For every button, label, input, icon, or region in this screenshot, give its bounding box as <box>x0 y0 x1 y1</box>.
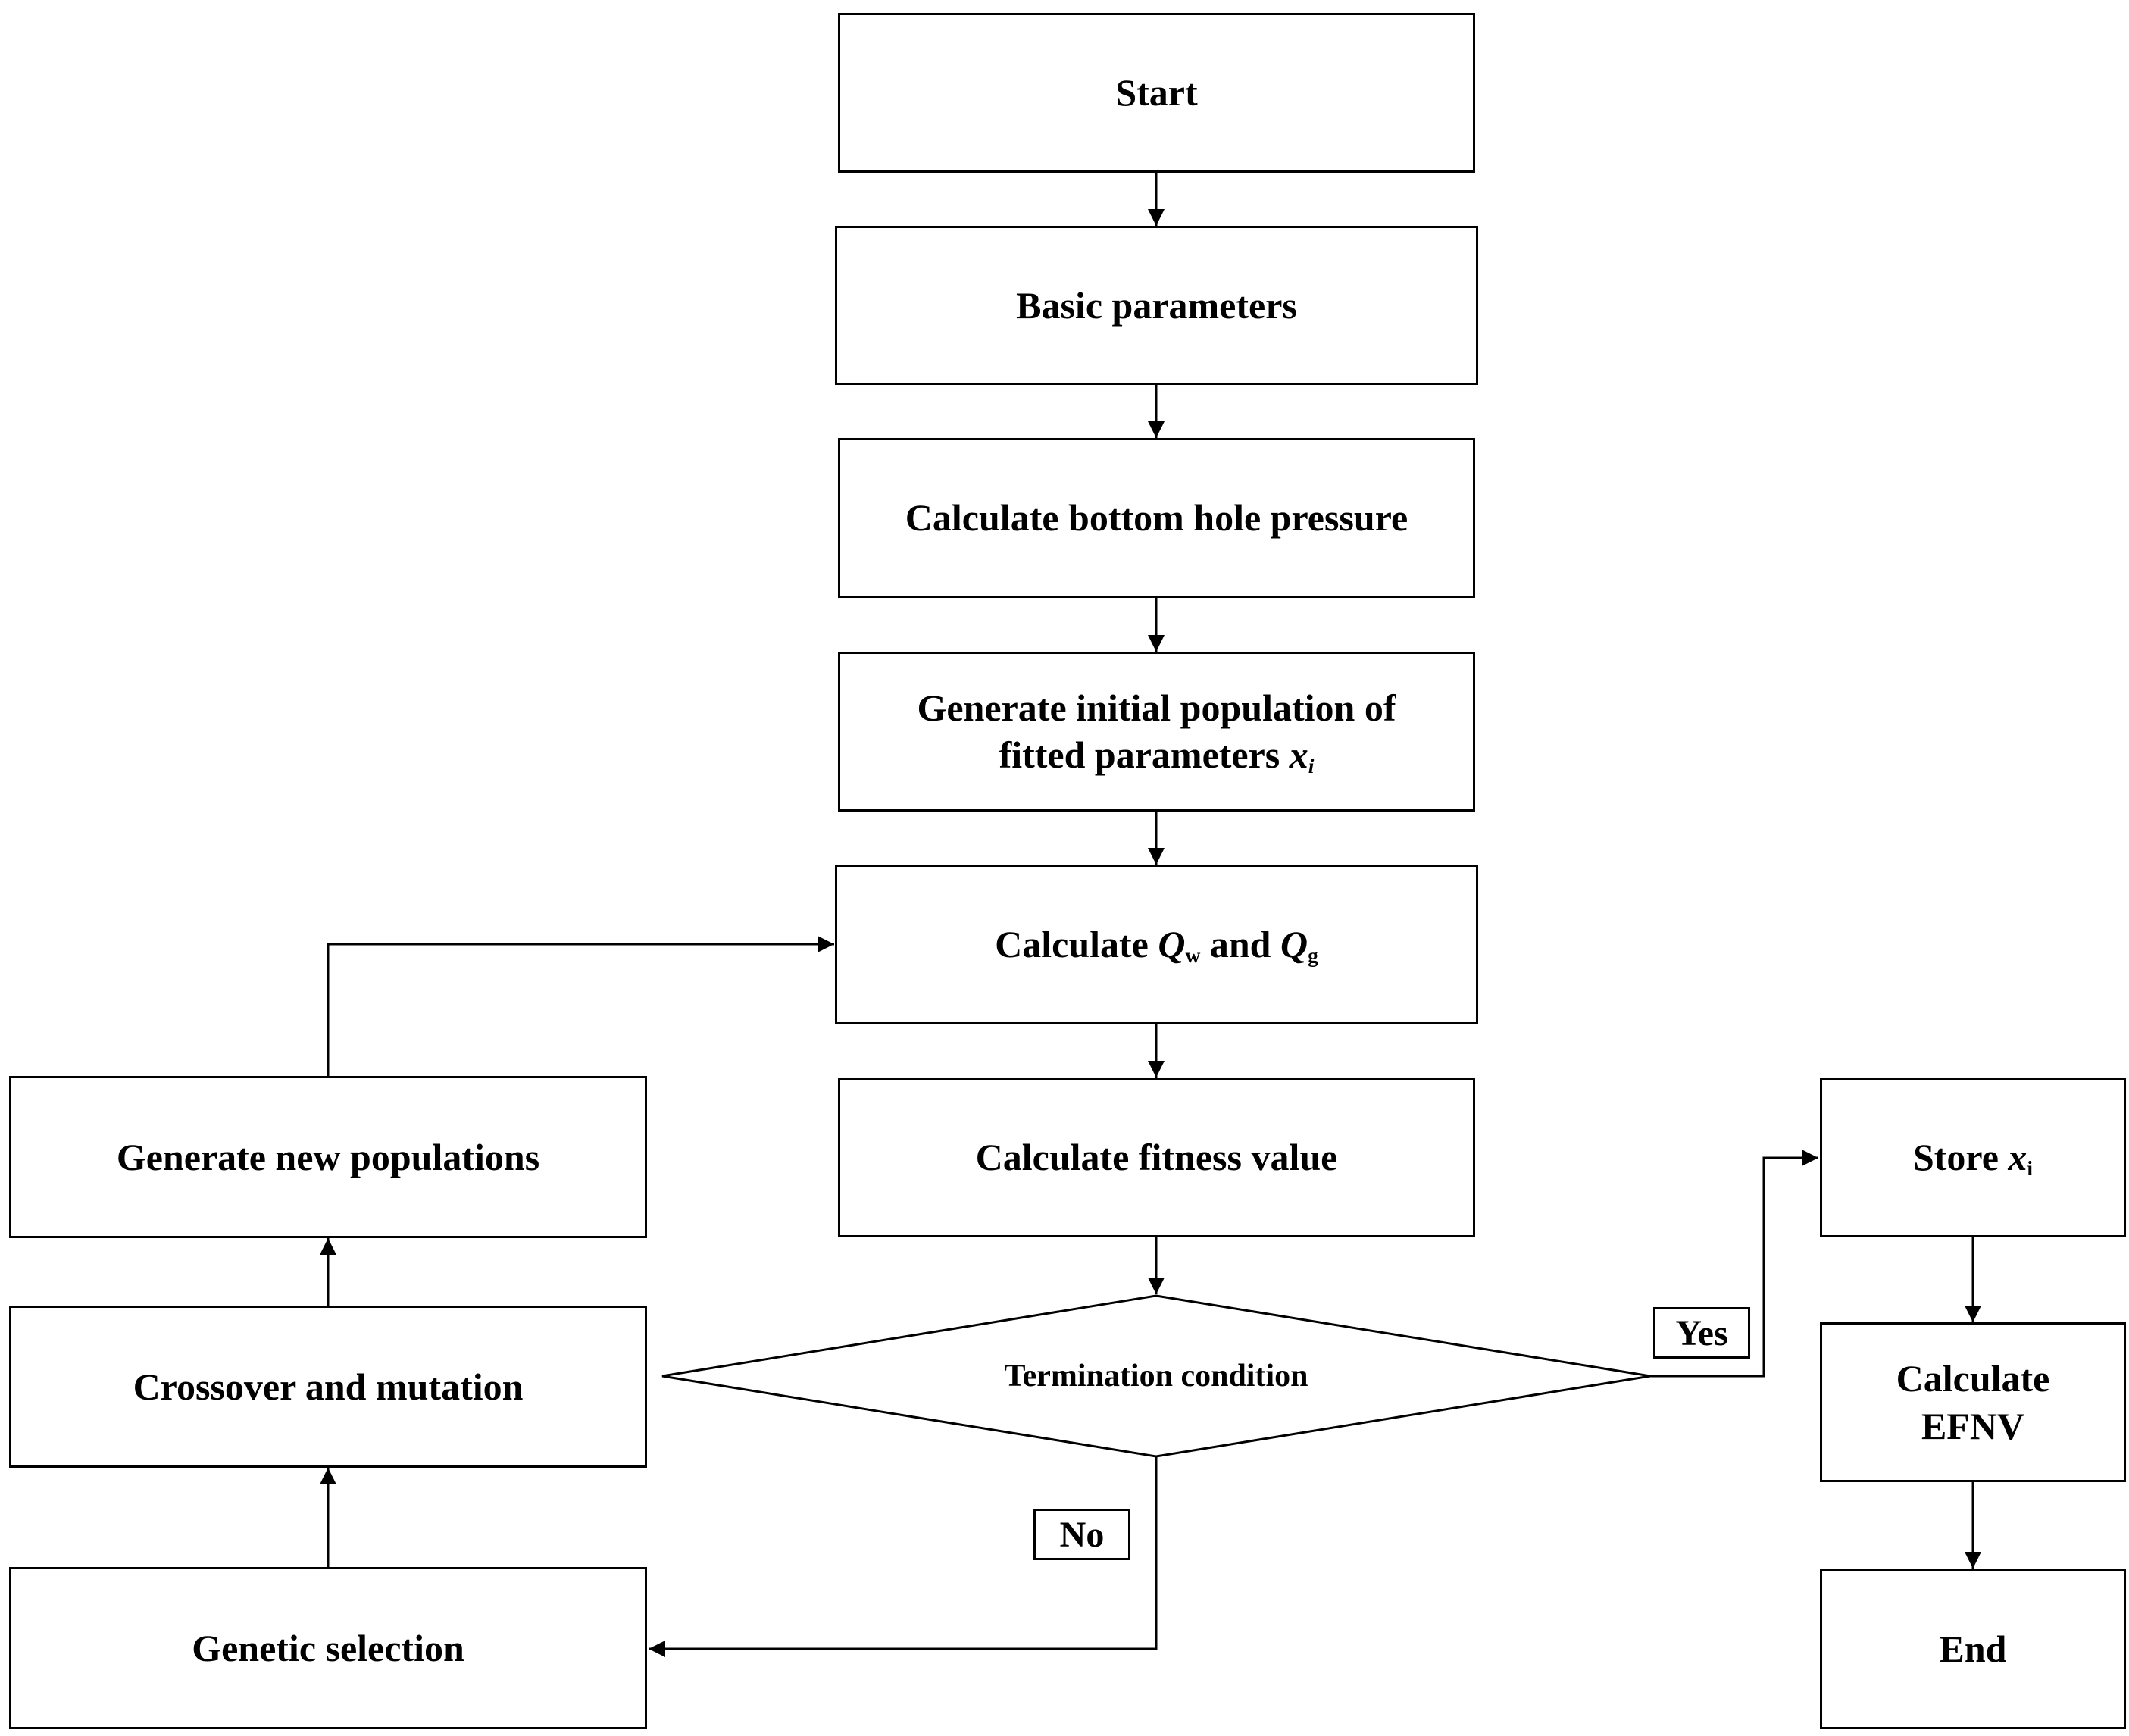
arrow-yes-to-store <box>1650 1150 1818 1378</box>
initial-population-line1: Generate initial population of <box>917 686 1396 729</box>
end-label: End <box>1939 1627 2007 1670</box>
arrow-newpop-to-calcq <box>327 936 834 1076</box>
calculate-q-box: Calculate Qw and Qg <box>835 865 1478 1024</box>
bottom-hole-pressure-box: Calculate bottom hole pressure <box>838 438 1475 598</box>
calculate-q-label: Calculate Qw and Qg <box>995 922 1318 967</box>
initial-population-box: Generate initial population of fitted pa… <box>838 652 1475 812</box>
calculate-efnv-box: Calculate EFNV <box>1820 1322 2126 1482</box>
crossover-box: Crossover and mutation <box>9 1306 647 1468</box>
termination-label: Termination condition <box>1004 1359 1308 1393</box>
genetic-selection-box: Genetic selection <box>9 1567 647 1729</box>
calculate-efnv-line2: EFNV <box>1921 1404 2025 1447</box>
var-subscript: i <box>1308 754 1315 777</box>
initial-population-line2: fitted parameters xi <box>999 733 1315 777</box>
fitness-label: Calculate fitness value <box>975 1136 1338 1179</box>
store-box: Store xi <box>1820 1078 2126 1237</box>
start-label: Start <box>1115 71 1198 114</box>
basic-parameters-box: Basic parameters <box>835 226 1478 385</box>
yes-label: Yes <box>1653 1307 1750 1359</box>
end-box: End <box>1820 1569 2126 1729</box>
new-populations-box: Generate new populations <box>9 1076 647 1238</box>
calculate-efnv-line1: Calculate <box>1896 1357 2050 1400</box>
start-box: Start <box>838 13 1475 173</box>
no-label: No <box>1033 1509 1130 1560</box>
genetic-selection-label: Genetic selection <box>192 1626 464 1669</box>
store-label: Store xi <box>1912 1135 2034 1180</box>
arrow-no-to-selection <box>649 1456 1158 1657</box>
new-populations-label: Generate new populations <box>116 1135 540 1178</box>
fitness-box: Calculate fitness value <box>838 1078 1475 1237</box>
crossover-label: Crossover and mutation <box>133 1365 524 1408</box>
bottom-hole-pressure-label: Calculate bottom hole pressure <box>905 496 1408 540</box>
basic-parameters-label: Basic parameters <box>1016 283 1297 327</box>
var-x: x <box>1289 733 1308 777</box>
